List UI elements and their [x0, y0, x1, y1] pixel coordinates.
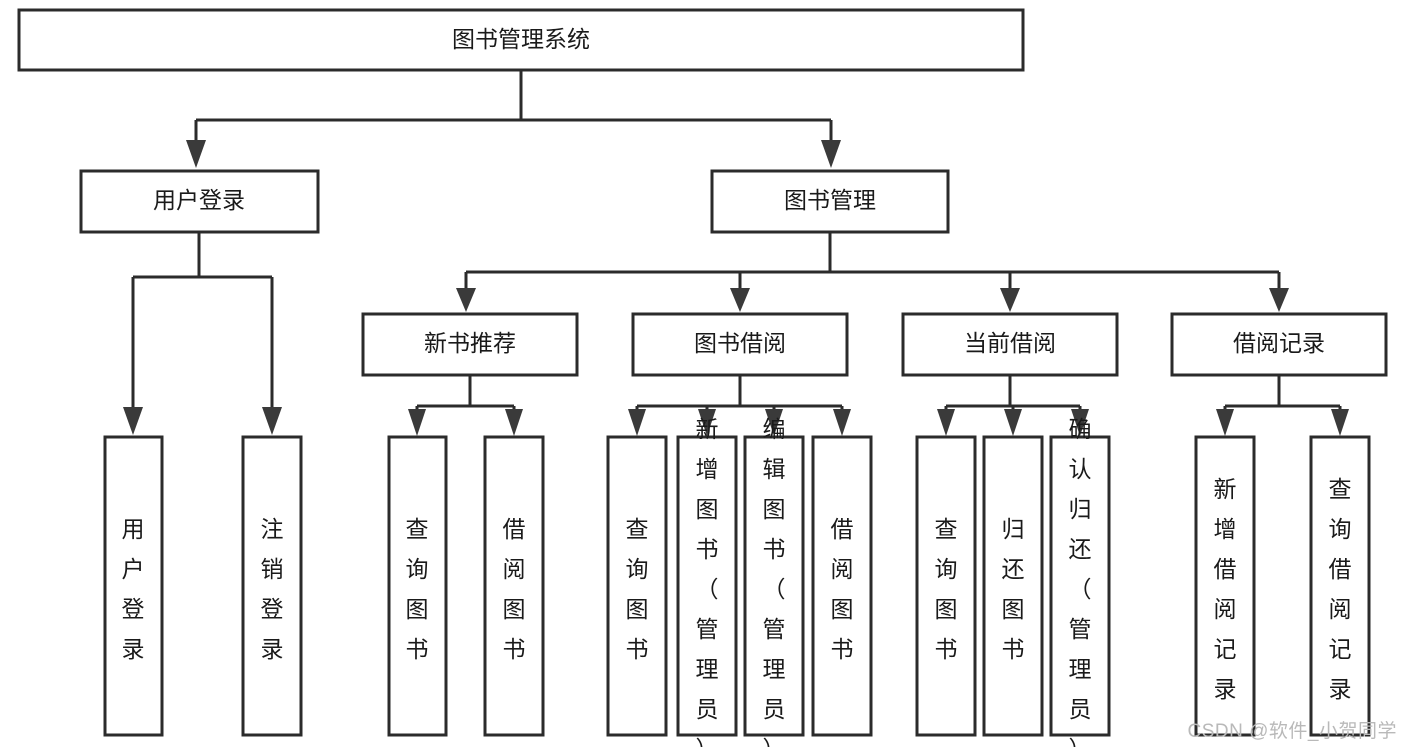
arrow-icon-borrow-4	[833, 409, 851, 436]
arrow-icon-to-book-mgmt	[821, 140, 841, 168]
node-borrow-record-label: 借阅记录	[1233, 330, 1325, 356]
leaf-current-2[interactable]: 归还图书	[982, 435, 1044, 737]
leaf-record-2-rect[interactable]	[1309, 435, 1371, 737]
node-user-login[interactable]: 用户登录	[79, 169, 320, 234]
leaf-record-2-label: 查询借阅记录	[1329, 476, 1352, 702]
leaf-record-1[interactable]: 新增借阅记录	[1194, 435, 1256, 737]
arrow-icon-to-record	[1269, 288, 1289, 312]
csdn-watermark: CSDN @软件_小贺同学	[1187, 721, 1397, 742]
leaf-current-3-label: 确认归还（管理员）	[1069, 416, 1092, 747]
leaf-user-login-1-label: 用户登录	[122, 516, 145, 662]
node-book-management-label: 图书管理	[784, 187, 876, 213]
leaf-borrow-1[interactable]: 查询图书	[606, 435, 668, 737]
node-book-borrow-rect[interactable]	[631, 312, 849, 377]
leaf-current-1-label: 查询图书	[935, 516, 958, 662]
node-new-book-recommend-label: 新书推荐	[424, 330, 516, 356]
leaf-record-1-rect[interactable]	[1194, 435, 1256, 737]
arrow-icon-to-user-login	[186, 140, 206, 168]
node-root-rect[interactable]	[17, 8, 1025, 72]
leaf-borrow-1-label: 查询图书	[626, 516, 649, 662]
node-new-book-recommend-rect[interactable]	[361, 312, 579, 377]
arrow-icon-record-1	[1216, 409, 1234, 436]
leaf-recommend-1[interactable]: 查询图书	[387, 435, 448, 737]
node-new-book-recommend[interactable]: 新书推荐	[361, 312, 579, 377]
arrow-icon-to-current	[1000, 288, 1020, 312]
leaf-user-login-1[interactable]: 用户登录	[103, 435, 164, 737]
leaf-current-1[interactable]: 查询图书	[915, 435, 977, 737]
leaf-recommend-2-label: 借阅图书	[503, 516, 526, 662]
leaf-borrow-3-label: 编辑图书（管理员）	[763, 416, 786, 747]
arrow-icon-current-1	[937, 409, 955, 436]
arrow-icon-current-3	[1071, 409, 1089, 436]
arrow-icon-borrow-2	[698, 409, 716, 436]
leaf-borrow-4[interactable]: 借阅图书	[811, 435, 873, 737]
node-current-borrow-rect[interactable]	[901, 312, 1119, 377]
node-book-management-system[interactable]: 图书管理系统	[17, 8, 1025, 72]
leaf-borrow-1-rect[interactable]	[606, 435, 668, 737]
leaf-recommend-1-label: 查询图书	[406, 516, 429, 662]
leaf-current-2-rect[interactable]	[982, 435, 1044, 737]
arrow-icon-current-2	[1004, 409, 1022, 436]
leaf-user-login-2[interactable]: 注销登录	[241, 435, 303, 737]
node-current-borrow[interactable]: 当前借阅	[901, 312, 1119, 377]
leaf-recommend-1-rect[interactable]	[387, 435, 448, 737]
leaf-borrow-4-label: 借阅图书	[831, 516, 854, 662]
arrow-icon-borrow-1	[628, 409, 646, 436]
leaf-recommend-2[interactable]: 借阅图书	[483, 435, 545, 737]
arrow-icon-to-borrow	[730, 288, 750, 312]
node-current-borrow-label: 当前借阅	[964, 330, 1056, 356]
node-user-login-rect[interactable]	[79, 169, 320, 234]
arrow-icon-user-login-1	[123, 407, 143, 435]
leaf-record-2[interactable]: 查询借阅记录	[1309, 435, 1371, 737]
leaf-borrow-2-rect[interactable]	[676, 435, 738, 737]
leaf-current-3-rect[interactable]	[1049, 435, 1111, 737]
leaf-user-login-2-label: 注销登录	[261, 516, 284, 662]
leaf-user-login-2-rect[interactable]	[241, 435, 303, 737]
node-book-management[interactable]: 图书管理	[710, 169, 950, 234]
arrow-icon-to-recommend	[456, 288, 476, 312]
leaf-borrow-4-rect[interactable]	[811, 435, 873, 737]
node-book-borrow[interactable]: 图书借阅	[631, 312, 849, 377]
node-borrow-record[interactable]: 借阅记录	[1170, 312, 1388, 377]
node-book-management-rect[interactable]	[710, 169, 950, 234]
arrow-icon-recommend-2	[505, 409, 523, 436]
arrow-icon-user-login-2	[262, 407, 282, 435]
arrow-icon-record-2	[1331, 409, 1349, 436]
arrow-icon-borrow-3	[765, 409, 783, 436]
leaf-borrow-2-label: 新增图书（管理员）	[696, 416, 719, 747]
leaf-current-2-label: 归还图书	[1002, 516, 1025, 662]
leaf-current-3[interactable]: 确认归还（管理员）	[1049, 416, 1111, 747]
leaf-current-1-rect[interactable]	[915, 435, 977, 737]
leaf-borrow-3[interactable]: 编辑图书（管理员）	[743, 416, 805, 747]
arrow-heads	[123, 140, 1349, 436]
node-root-label: 图书管理系统	[452, 26, 590, 52]
node-borrow-record-rect[interactable]	[1170, 312, 1388, 377]
leaf-record-1-label: 新增借阅记录	[1214, 476, 1237, 702]
leaf-user-login-1-rect[interactable]	[103, 435, 164, 737]
leaf-recommend-2-rect[interactable]	[483, 435, 545, 737]
node-user-login-label: 用户登录	[153, 187, 245, 213]
arrow-icon-recommend-1	[408, 409, 426, 436]
leaf-borrow-2[interactable]: 新增图书（管理员）	[676, 416, 738, 747]
node-book-borrow-label: 图书借阅	[694, 330, 786, 356]
leaf-borrow-3-rect[interactable]	[743, 435, 805, 737]
